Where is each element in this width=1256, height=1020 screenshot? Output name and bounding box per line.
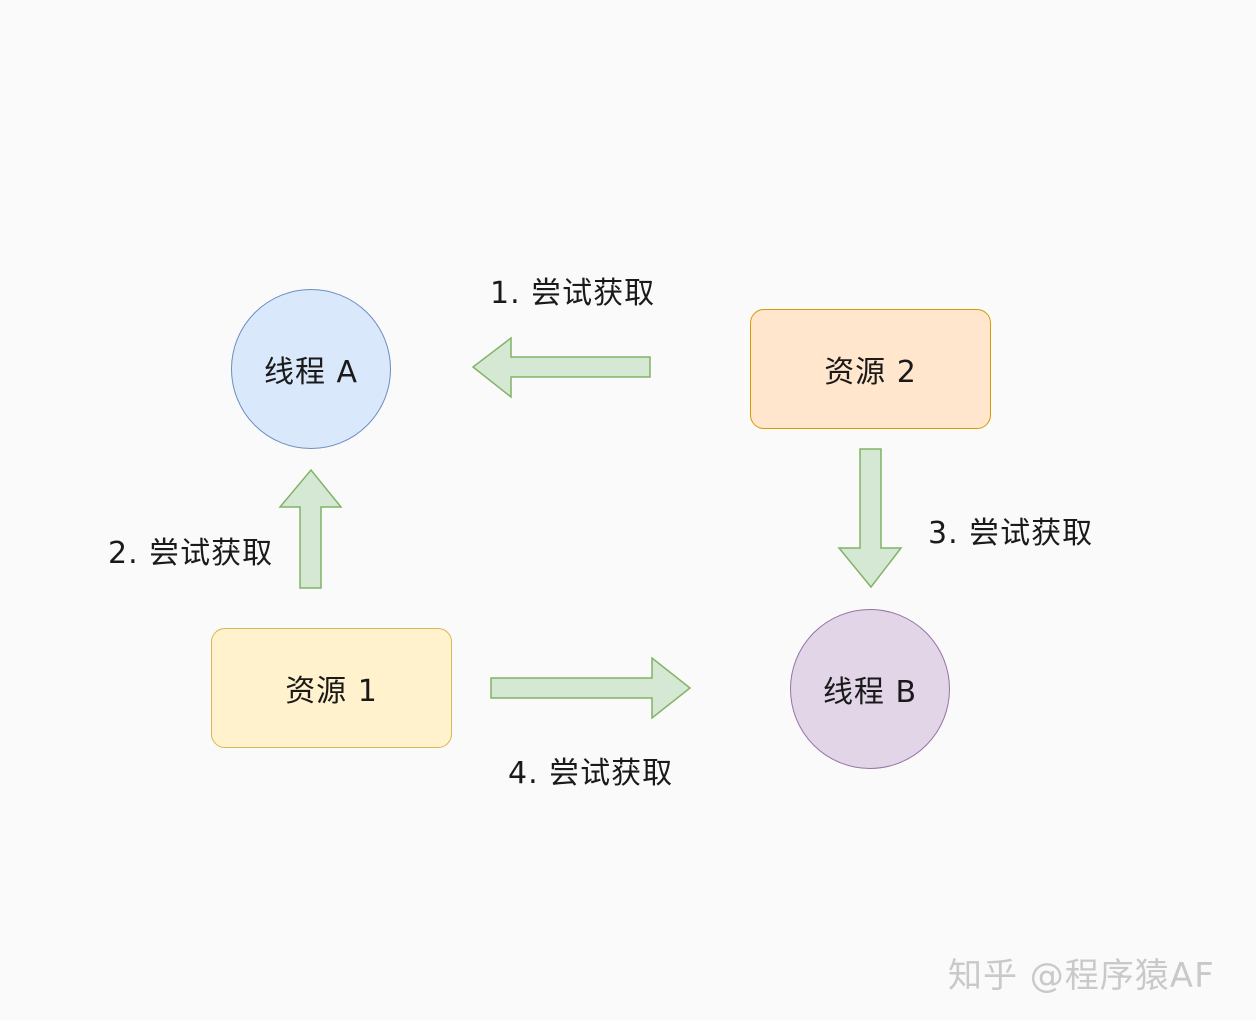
- arrow-res2-to-thread-a: [471, 336, 651, 399]
- thread-a-label: 线程 A: [263, 355, 359, 390]
- thread-b-node: 线程 B: [790, 609, 950, 769]
- resource-2-label: 资源 2: [824, 355, 917, 390]
- edge-label-1: 1. 尝试获取: [490, 276, 656, 311]
- watermark-text: 知乎 @程序猿AF: [948, 956, 1215, 996]
- edge-label-3: 3. 尝试获取: [928, 516, 1094, 551]
- arrow-res2-to-thread-b: [837, 448, 903, 589]
- resource-2-node: 资源 2: [750, 309, 991, 429]
- edge-label-2: 2. 尝试获取: [108, 536, 274, 571]
- thread-b-label: 线程 B: [822, 675, 918, 710]
- arrow-res1-to-thread-b: [490, 656, 692, 720]
- resource-1-label: 资源 1: [285, 674, 378, 709]
- thread-a-node: 线程 A: [231, 289, 391, 449]
- arrow-res1-to-thread-a: [278, 468, 343, 589]
- resource-1-node: 资源 1: [211, 628, 452, 748]
- edge-label-4: 4. 尝试获取: [508, 756, 674, 791]
